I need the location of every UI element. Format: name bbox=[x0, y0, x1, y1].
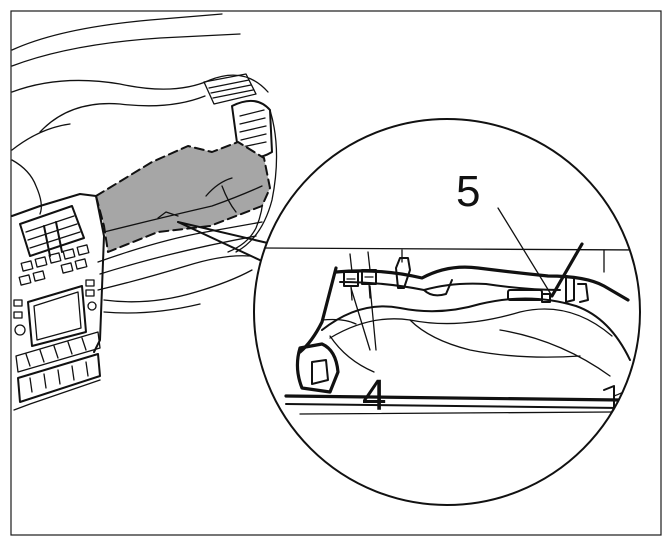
dash-top-crease bbox=[39, 95, 206, 133]
defroster-grille bbox=[203, 73, 257, 105]
glove-box-highlight bbox=[96, 142, 270, 252]
console-knob-right bbox=[87, 301, 97, 311]
detail-dash-edge bbox=[259, 247, 640, 251]
glove-box-mount-right bbox=[205, 177, 233, 197]
callout-5-leader bbox=[497, 207, 553, 297]
harness-sweep-mid bbox=[409, 319, 581, 358]
callout-4-leader-a bbox=[350, 287, 371, 351]
detail-circle-bg bbox=[254, 119, 640, 505]
dash-top-crease-2 bbox=[11, 123, 71, 151]
callout-label-5: 5 bbox=[456, 167, 480, 216]
lower-dash-bottom bbox=[103, 303, 201, 314]
climate-strip bbox=[15, 331, 101, 373]
detail-circle bbox=[253, 118, 641, 506]
console-knob-left bbox=[14, 324, 26, 336]
bottom-rail-2 bbox=[285, 403, 621, 409]
left-bracket-inner bbox=[311, 359, 329, 385]
bottom-rail-3 bbox=[299, 411, 613, 415]
glove-box-lid-line bbox=[103, 185, 263, 233]
callout-4-leader-b bbox=[369, 285, 377, 351]
glove-box-highlight-outline bbox=[95, 141, 271, 253]
left-bracket bbox=[298, 266, 338, 354]
lower-dash-shelf-2 bbox=[99, 235, 257, 275]
left-bracket-loop bbox=[295, 342, 340, 394]
lower-dash-edge bbox=[97, 255, 251, 291]
center-console bbox=[11, 193, 105, 411]
lower-dash-shelf bbox=[97, 221, 263, 263]
dash-left-curve bbox=[11, 159, 42, 215]
left-wire-run bbox=[321, 318, 357, 325]
console-display bbox=[27, 285, 87, 347]
lower-switch-bank bbox=[17, 353, 101, 403]
connector-clip bbox=[395, 257, 411, 289]
dash-right-side bbox=[235, 109, 278, 253]
console-lower-edge bbox=[13, 379, 101, 411]
console-buttons bbox=[18, 244, 90, 286]
windshield-inner-line bbox=[11, 33, 241, 67]
harness-lower bbox=[321, 297, 631, 361]
windshield-edge bbox=[11, 13, 223, 51]
detail-leader-bottom bbox=[177, 221, 265, 263]
relay-connector bbox=[541, 293, 551, 303]
harness-sweep-right bbox=[499, 329, 611, 377]
harness-sweep-left bbox=[329, 335, 375, 373]
connector-pair bbox=[343, 251, 377, 301]
harness-bend bbox=[423, 279, 453, 297]
callout-label-4: 4 bbox=[362, 371, 386, 420]
glove-box-mount-left bbox=[157, 211, 179, 219]
glove-box-mount-right-2 bbox=[221, 185, 237, 213]
bottom-rail bbox=[284, 394, 622, 402]
relay-bracket bbox=[565, 275, 575, 303]
detail-leader-top bbox=[177, 221, 273, 245]
lower-dash-trim bbox=[103, 269, 253, 303]
center-air-vent bbox=[19, 205, 85, 257]
dashboard-overview bbox=[11, 13, 278, 411]
pointer-tool bbox=[550, 242, 584, 298]
relay-module bbox=[507, 242, 589, 303]
